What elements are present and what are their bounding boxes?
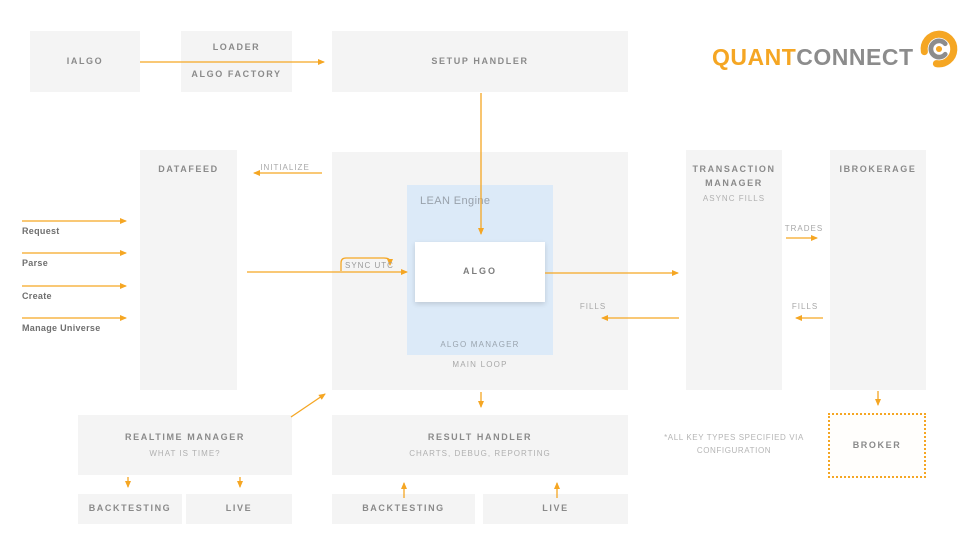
node-title: IALGO <box>66 55 104 66</box>
node-title: LIVE <box>542 503 569 514</box>
logo-connect-text: CONNECT <box>796 43 914 70</box>
node-title: SETUP HANDLER <box>431 55 529 66</box>
node-datafeed: DATAFEED <box>140 150 237 390</box>
edge-label-manage-universe: Manage Universe <box>22 323 101 333</box>
edge-label-fills-right: FILLS <box>791 302 819 311</box>
node-ibrokerage: IBROKERAGE <box>830 150 926 390</box>
node-title: REALTIME MANAGER <box>125 432 245 443</box>
node-setup-handler: SETUP HANDLER <box>332 31 628 92</box>
node-title: BACKTESTING <box>362 503 445 514</box>
node-subtitle: ASYNC FILLS <box>702 194 766 203</box>
main-loop-label: MAIN LOOP <box>452 360 508 369</box>
node-transaction-manager: TRANSACTION MANAGER ASYNC FILLS <box>686 150 782 390</box>
node-backtesting-left: BACKTESTING <box>78 494 182 524</box>
logo-quant-text: QUANT <box>712 43 797 70</box>
node-ialgo: IALGO <box>30 31 140 92</box>
arrow-realtime-to-main-loop <box>290 393 326 418</box>
node-title: BACKTESTING <box>88 503 172 514</box>
node-title: IBROKERAGE <box>839 164 917 174</box>
node-title: LOADER <box>212 42 261 52</box>
edge-label-trades: TRADES <box>784 224 824 233</box>
node-live-mid: LIVE <box>483 494 628 524</box>
node-title: LIVE <box>225 503 253 514</box>
edge-label-sync-utc: SYNC UTC <box>345 261 394 270</box>
configuration-note: *ALL KEY TYPES SPECIFIED VIA CONFIGURATI… <box>664 433 804 455</box>
lean-engine-label: LEAN Engine <box>420 195 491 207</box>
algo-manager-label: ALGO MANAGER <box>440 340 520 349</box>
edge-label-create: Create <box>22 291 52 301</box>
node-backtesting-mid: BACKTESTING <box>332 494 475 524</box>
edge-label-initialize: INITIALIZE <box>260 163 310 172</box>
edge-label-parse: Parse <box>22 258 49 268</box>
node-subtitle: ALGO FACTORY <box>191 68 282 79</box>
edge-label-fills-mid: FILLS <box>579 302 607 311</box>
node-title: DATAFEED <box>158 164 219 174</box>
node-loader: LOADER ALGO FACTORY <box>181 31 292 92</box>
node-result-handler: RESULT HANDLER CHARTS, DEBUG, REPORTING <box>332 415 628 475</box>
node-broker: BROKER <box>828 413 926 478</box>
node-title: BROKER <box>852 439 902 450</box>
node-subtitle: CHARTS, DEBUG, REPORTING <box>409 448 551 458</box>
node-title: TRANSACTION MANAGER <box>692 164 776 188</box>
quantconnect-swirl-icon <box>920 30 957 68</box>
node-algo: ALGO <box>415 242 545 302</box>
edge-label-request: Request <box>22 226 60 236</box>
node-realtime-manager: REALTIME MANAGER WHAT IS TIME? <box>78 415 292 475</box>
node-live-left: LIVE <box>186 494 292 524</box>
node-title: ALGO <box>463 266 497 277</box>
node-subtitle: WHAT IS TIME? <box>149 448 221 458</box>
node-title: RESULT HANDLER <box>427 432 533 443</box>
